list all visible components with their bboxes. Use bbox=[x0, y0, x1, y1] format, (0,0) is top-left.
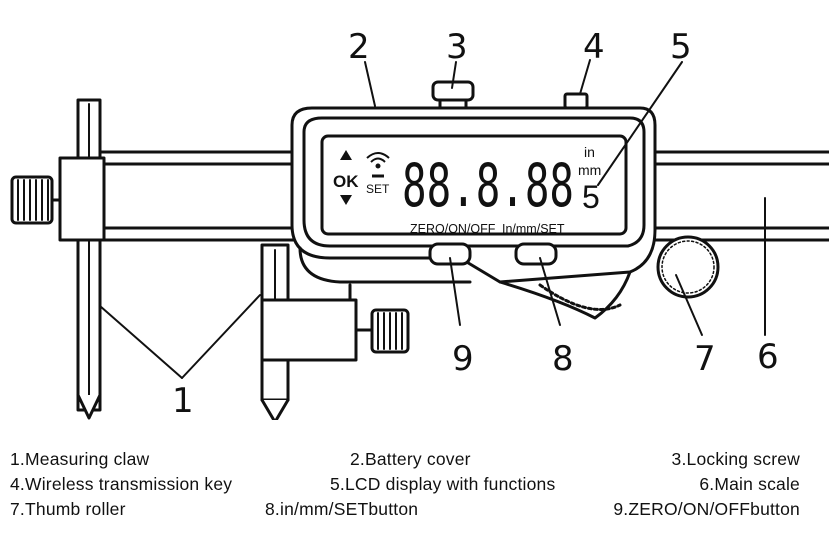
callout-5: 5 bbox=[670, 27, 692, 67]
sliding-measuring-claw bbox=[260, 243, 410, 420]
legend-row-1: 1.Measuring claw 2.Battery cover 3.Locki… bbox=[10, 449, 800, 474]
callout-4: 4 bbox=[583, 27, 605, 67]
legend-zero-on-off-button: 9.ZERO/ON/OFFbutton bbox=[613, 499, 800, 519]
callout-9: 9 bbox=[452, 339, 474, 379]
wireless-icon bbox=[366, 152, 390, 178]
legend-lcd-display: 5.LCD display with functions bbox=[330, 474, 556, 494]
legend-in-mm-set-button: 8.in/mm/SETbutton bbox=[265, 499, 419, 519]
legend-measuring-claw: 1.Measuring claw bbox=[10, 449, 150, 469]
fixed-measuring-claw bbox=[10, 98, 106, 420]
legend-main-scale: 6.Main scale bbox=[699, 474, 800, 494]
callout-1: 1 bbox=[172, 381, 194, 420]
button-label-zero-on-off: ZERO/ON/OFF bbox=[410, 222, 496, 236]
lcd-main-digits: 88.8.88 bbox=[402, 151, 574, 221]
legend-wireless-key: 4.Wireless transmission key bbox=[10, 474, 233, 494]
display-housing bbox=[290, 106, 657, 320]
caliper-diagram: OK SET 88.8.88 in mm 5 ZERO/ON/OFF In/mm… bbox=[10, 27, 829, 420]
callout-7: 7 bbox=[694, 339, 716, 379]
callout-3: 3 bbox=[446, 27, 468, 67]
callout-numbers: 1 2 3 4 5 6 7 8 9 bbox=[172, 27, 779, 420]
legend-locking-screw: 3.Locking screw bbox=[671, 449, 800, 469]
lcd-display: OK SET 88.8.88 in mm 5 ZERO/ON/OFF In/mm… bbox=[333, 144, 601, 236]
callout-6: 6 bbox=[757, 337, 779, 377]
callout-2: 2 bbox=[348, 27, 370, 67]
legend-row-2: 4.Wireless transmission key 5.LCD displa… bbox=[10, 474, 800, 499]
lcd-unit-in: in bbox=[584, 144, 595, 160]
parts-legend: 1.Measuring claw 2.Battery cover 3.Locki… bbox=[10, 449, 800, 524]
legend-battery-cover: 2.Battery cover bbox=[350, 449, 471, 469]
callout-lines bbox=[99, 59, 766, 379]
callout-8: 8 bbox=[552, 339, 574, 379]
lcd-small-digit: 5 bbox=[582, 179, 600, 215]
lcd-ok-label: OK bbox=[333, 172, 359, 191]
lcd-unit-mm: mm bbox=[578, 162, 601, 178]
legend-thumb-roller: 7.Thumb roller bbox=[10, 499, 126, 519]
legend-row-3: 7.Thumb roller 8.in/mm/SETbutton 9.ZERO/… bbox=[10, 499, 800, 524]
button-label-in-mm-set: In/mm/SET bbox=[502, 222, 565, 236]
lcd-set-label: SET bbox=[366, 182, 390, 196]
wireless-transmission-key bbox=[563, 92, 589, 110]
in-mm-set-button[interactable] bbox=[514, 242, 558, 266]
